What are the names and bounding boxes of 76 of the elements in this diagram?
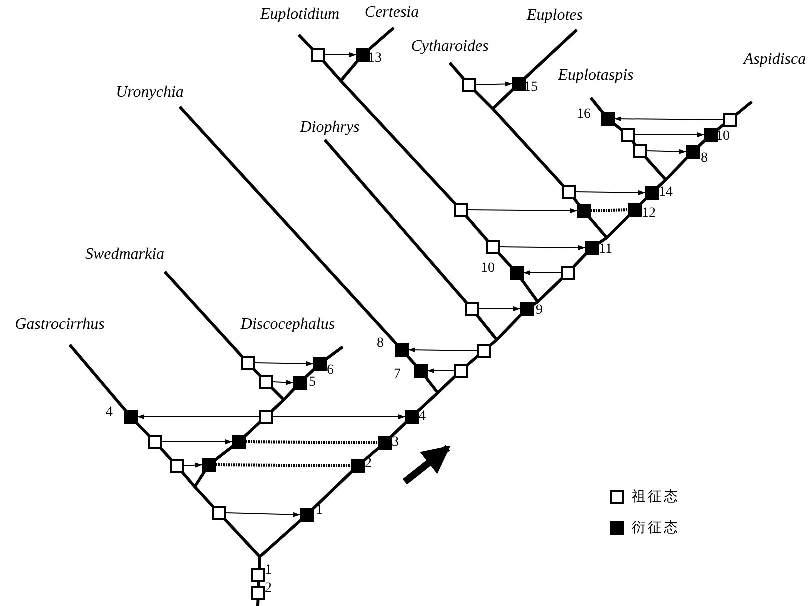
taxon-label: Cytharoides: [411, 38, 489, 56]
legend-label: 衍征态: [632, 520, 680, 536]
state-number: 12: [642, 207, 656, 221]
arrow: [408, 348, 478, 353]
open-square-marker: [561, 266, 575, 280]
open-square-marker: [454, 364, 468, 378]
open-square-marker: [311, 48, 325, 62]
state-number: 15: [524, 81, 538, 95]
arrow: [500, 245, 586, 250]
taxon-label: Certesia: [364, 4, 420, 22]
taxon-label: Gastrocirrhus: [15, 316, 105, 334]
open-square-marker: [241, 356, 255, 370]
filled-square-marker: [202, 458, 216, 472]
state-number: 14: [659, 186, 673, 200]
open-square-marker: [259, 375, 273, 389]
state-number: 3: [392, 436, 399, 450]
arrow: [184, 462, 202, 468]
arrow: [272, 414, 406, 420]
arrow: [646, 149, 686, 154]
state-number: 13: [368, 52, 382, 66]
state-number: 8: [377, 337, 384, 351]
state-number: 16: [577, 108, 591, 122]
arrow: [428, 368, 454, 374]
open-square-marker: [562, 185, 576, 199]
arrow: [478, 306, 520, 312]
state-number: 8: [701, 152, 708, 166]
taxon-label: Uronychia: [116, 84, 184, 102]
open-square-marker: [212, 506, 226, 520]
dotted-connector: [246, 440, 378, 444]
open-square-marker: [148, 435, 162, 449]
state-number: 11: [599, 243, 612, 257]
arrow: [576, 190, 646, 196]
arrow: [614, 116, 724, 122]
arrow: [226, 512, 300, 518]
state-number: 4: [419, 410, 426, 424]
open-square-marker: [723, 113, 737, 127]
legend-label: 祖征态: [632, 489, 680, 505]
arrow: [162, 440, 232, 444]
filled-square-marker: [577, 204, 591, 218]
state-number: 10: [716, 130, 730, 144]
arrow: [324, 52, 356, 58]
state-number: 9: [536, 304, 543, 318]
state-number: 4: [106, 406, 113, 420]
taxon-label: Swedmarkia: [85, 246, 165, 264]
taxon-label: Euplotes: [527, 7, 583, 25]
taxon-label: Euplotidium: [260, 6, 340, 24]
state-number: 1: [265, 564, 272, 578]
state-number: 7: [394, 368, 401, 382]
state-number: 2: [265, 582, 272, 596]
open-square-marker: [465, 302, 479, 316]
state-number: 5: [309, 376, 316, 390]
dotted-connector: [590, 208, 628, 212]
arrow: [272, 380, 294, 386]
open-square-marker: [454, 203, 468, 217]
taxon-label: Discocephalus: [240, 316, 336, 334]
arrow: [468, 208, 578, 214]
open-square-marker: [486, 240, 500, 254]
open-square-marker: [621, 128, 635, 142]
open-square-marker: [259, 410, 273, 424]
arrow: [138, 414, 260, 420]
arrow: [524, 270, 562, 276]
arrow: [634, 132, 704, 138]
state-number: 1: [316, 504, 323, 518]
dotted-connector: [216, 464, 352, 468]
state-number: 6: [327, 364, 334, 378]
filled-square-marker: [232, 435, 246, 449]
open-square-marker: [170, 459, 184, 473]
taxon-label: Aspidisca: [744, 51, 806, 69]
open-square-marker: [462, 78, 476, 92]
arrow: [476, 82, 512, 87]
open-square-marker: [477, 344, 491, 358]
arrow: [254, 361, 314, 366]
state-number: 10: [481, 262, 495, 276]
taxon-label: Diophrys: [300, 119, 360, 137]
open-square-marker: [633, 144, 647, 158]
taxon-label: Euplotaspis: [558, 67, 634, 85]
